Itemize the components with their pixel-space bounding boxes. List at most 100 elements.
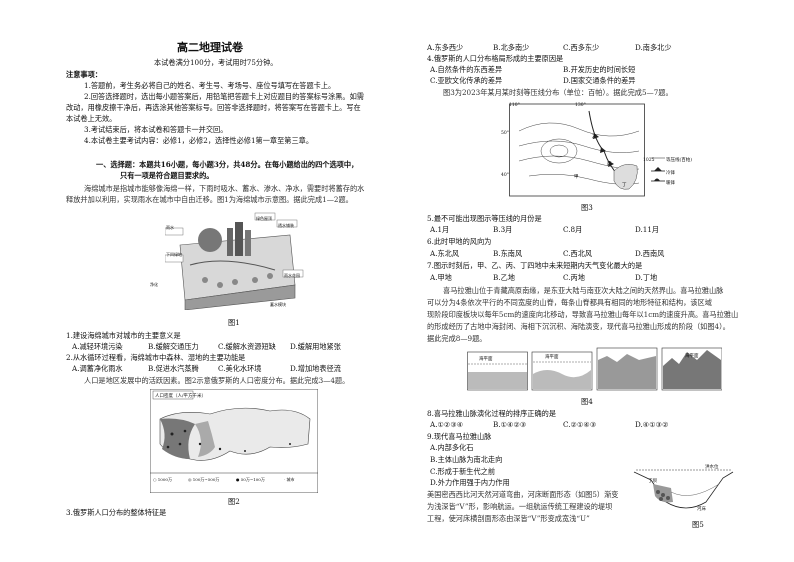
option[interactable]: C.西多东少 <box>563 43 600 52</box>
fig4-tag: 海平面 <box>685 354 699 359</box>
passage-line: 现阶段印度板块以每年5cm的速度向北移动，导致喜马拉雅山每年以1cm的速度升高。… <box>427 310 739 319</box>
option[interactable]: A.减轻环境污染 <box>72 342 123 351</box>
question-stem: 2.从水循环过程看，海绵城市中森林、湿地的主要功能是 <box>66 353 246 362</box>
fig2-legend-item: ○ 1000万 <box>153 477 172 482</box>
section-heading: 一、选择题：本题共16小题，每小题3分，共48分。在每小题给出的四个选项中， <box>96 160 359 169</box>
passage-line: 的形成经历了古地中海封闭、海相下沉沉积、海陆演变，现代喜马拉雅山形成的阶段（如图… <box>427 322 730 331</box>
question-stem: 3.俄罗斯人口分布的整体特征是 <box>66 508 167 517</box>
option[interactable]: A.东多西少 <box>427 43 464 52</box>
option[interactable]: C.形成于新生代之前 <box>430 467 496 476</box>
passage-line: 工程，使河床横剖面形态由深皆“V”形变成宽浅“U” <box>427 514 590 523</box>
option[interactable]: D.11月 <box>635 225 660 234</box>
fig3-isobar-value: 1025 <box>643 158 655 163</box>
passage-line: 人口是地区发展中的活跃因素。图2示意俄罗斯的人口密度分布。据此完成3—4题。 <box>84 376 350 385</box>
fig1-tag: 蓄水模块 <box>270 302 286 307</box>
option[interactable]: A.内部多化石 <box>430 443 474 452</box>
fig2-legend-item: · 城市 <box>284 477 295 482</box>
fig3-lat-label: 40° <box>501 173 509 178</box>
option[interactable]: D.增加地表径流 <box>290 364 341 373</box>
option[interactable]: C.亚欧文化传承的差异 <box>430 76 503 85</box>
option[interactable]: B.主体山脉为南北走向 <box>430 455 503 464</box>
option[interactable]: A.①②③④ <box>430 420 464 429</box>
option[interactable]: B.促进水汽蒸腾 <box>148 364 199 373</box>
option[interactable]: C.丙地 <box>563 273 585 282</box>
option[interactable]: C.8月 <box>563 225 583 234</box>
option[interactable]: D.南多北少 <box>635 43 672 52</box>
option[interactable]: B.东南风 <box>493 249 523 258</box>
fig3-lon-label: 110° <box>509 103 520 108</box>
option[interactable]: C.缓解水资源短缺 <box>218 342 276 351</box>
option[interactable]: A.1月 <box>430 225 450 234</box>
option[interactable]: D.外力作用强于内力作用 <box>430 478 510 487</box>
passage-line: 为浅深皆“V”形，影响航运。一组航运传统工程建设的堤坝 <box>427 502 613 511</box>
river-cross-section-figure <box>633 469 734 509</box>
notice-line: 4.本试卷主要考试内容：必修1，必修2，选择性必修1第一章至第三章。 <box>84 136 314 145</box>
option[interactable]: C.②①④③ <box>563 420 597 429</box>
fig5-caption: 图5 <box>692 520 704 529</box>
left-column: 高二地理试卷 本试卷满分100分，考试用时75分钟。 注意事项： 1.答题前，考… <box>66 42 365 517</box>
fig2-legend-title: 人口密度（人/平方千米） <box>155 394 207 399</box>
option[interactable]: C.西北风 <box>563 249 593 258</box>
fig3-legend-item: 等压线(百帕) <box>666 158 693 163</box>
option[interactable]: B.3月 <box>493 225 513 234</box>
passage-line: 喜马拉雅山位于青藏高原南缘，是东亚大陆与南亚次大陆之间的天然界山。喜马拉雅山脉 <box>443 286 724 295</box>
fig4-caption: 图4 <box>581 397 593 406</box>
fig5-tag: 洪水位 <box>705 465 719 470</box>
option[interactable]: B.①④②③ <box>493 420 527 429</box>
notice-line: 改动，用橡皮擦干净后，再选涂其他答案标号。回答非选择题时，将答案写在答题卡上。写… <box>66 103 361 112</box>
question-stem: 9.现代喜马拉雅山脉 <box>427 432 492 441</box>
option[interactable]: A.东北风 <box>430 249 460 258</box>
fig3-caption: 图3 <box>581 203 593 212</box>
fig1-tag: 雨水花园 <box>284 273 300 278</box>
option[interactable]: D.西南风 <box>635 249 665 258</box>
isobar-map <box>509 103 665 197</box>
option[interactable]: D.④①③② <box>635 420 669 429</box>
fig1-tag: 净化 <box>150 282 158 287</box>
question-stem: 7.图示时刻后，甲、乙、丙、丁四地中未来短期内天气变化最大的是 <box>427 261 643 270</box>
fig5-tag: 丁坝 <box>648 479 657 484</box>
fig5-tag: 河床 <box>697 507 706 512</box>
fig1-caption: 图1 <box>228 318 240 327</box>
option[interactable]: A.调蓄净化雨水 <box>72 364 123 373</box>
option[interactable]: B.缓解交通压力 <box>148 342 199 351</box>
question-stem: 8.喜马拉雅山脉演化过程的排序正确的是 <box>427 409 557 418</box>
right-column: A.东多西少 B.北多南少 C.西多东少 D.南多北少 4.俄罗斯的人口分布格局… <box>397 0 794 562</box>
passage-line: 图3为2023年某月某时刻等压线分布（单位：百帕）。据此完成5—7题。 <box>443 88 673 97</box>
fig4-tag: 海平面 <box>479 357 493 362</box>
option[interactable]: D.缓解用地紧张 <box>290 342 341 351</box>
fig3-lat-label: 50° <box>501 131 509 136</box>
option[interactable]: A.甲地 <box>430 273 452 282</box>
sponge-city-figure <box>165 212 304 310</box>
fig2-legend-item: ● 50万~100万 <box>236 477 265 482</box>
fig3-point: 丙 <box>607 162 612 167</box>
fig2-caption: 图2 <box>228 497 240 506</box>
option[interactable]: B.开发历史的时间长短 <box>563 65 636 74</box>
fig3-point: 乙 <box>592 135 597 140</box>
notice-line: 1.答题前，考生务必将自己的姓名、考生号、考场号、座位号填写在答题卡上。 <box>84 81 336 90</box>
fig3-point: 丁 <box>622 183 627 188</box>
question-stem: 1.建设海绵城市对城市的主要意义是 <box>66 331 181 340</box>
passage-line: 美国密西西比河天然河道弯曲，河床断面形态（如图5）渐变 <box>427 490 619 499</box>
section-heading: 只有一项是符合题目要求的。 <box>120 171 214 180</box>
option[interactable]: C.美化水环境 <box>218 364 262 373</box>
fig1-tag: 下凹绿地 <box>166 252 182 257</box>
option[interactable]: A.自然条件的东西差异 <box>430 65 503 74</box>
question-stem: 4.俄罗斯的人口分布格局形成的主要原因是 <box>427 54 564 63</box>
option[interactable]: B.乙地 <box>493 273 515 282</box>
russia-population-map <box>150 389 318 493</box>
notice-line: 3.考试结束后，将本试卷和答题卡一并交回。 <box>84 125 228 134</box>
fig3-legend-item: 暖锋 <box>666 181 675 186</box>
passage-line: 可以分为4条依次平行的不同宽度的山脊，每条山脊都具有相同的地形特征和结构，该区域 <box>427 298 712 307</box>
option[interactable]: D.国家交通条件的差异 <box>563 76 636 85</box>
fig3-lon-label: 130° <box>575 103 586 108</box>
option[interactable]: D.丁地 <box>635 273 658 282</box>
fig1-tag: 透水铺装 <box>278 223 294 228</box>
passage-line: 据此完成8—9题。 <box>427 334 487 343</box>
subtitle: 本试卷满分100分，考试用时75分钟。 <box>154 58 278 67</box>
question-stem: 6.此时甲地的风向为 <box>427 237 492 246</box>
fig4-tag: 海平面 <box>545 355 559 360</box>
fig3-point: 甲 <box>574 175 579 180</box>
notice-heading: 注意事项： <box>66 70 102 79</box>
option[interactable]: B.北多南少 <box>493 43 530 52</box>
passage-line: 海绵城市是指城市能够像海绵一样，下雨时吸水、蓄水、渗水、净水，需要时将蓄存的水 <box>84 184 365 193</box>
